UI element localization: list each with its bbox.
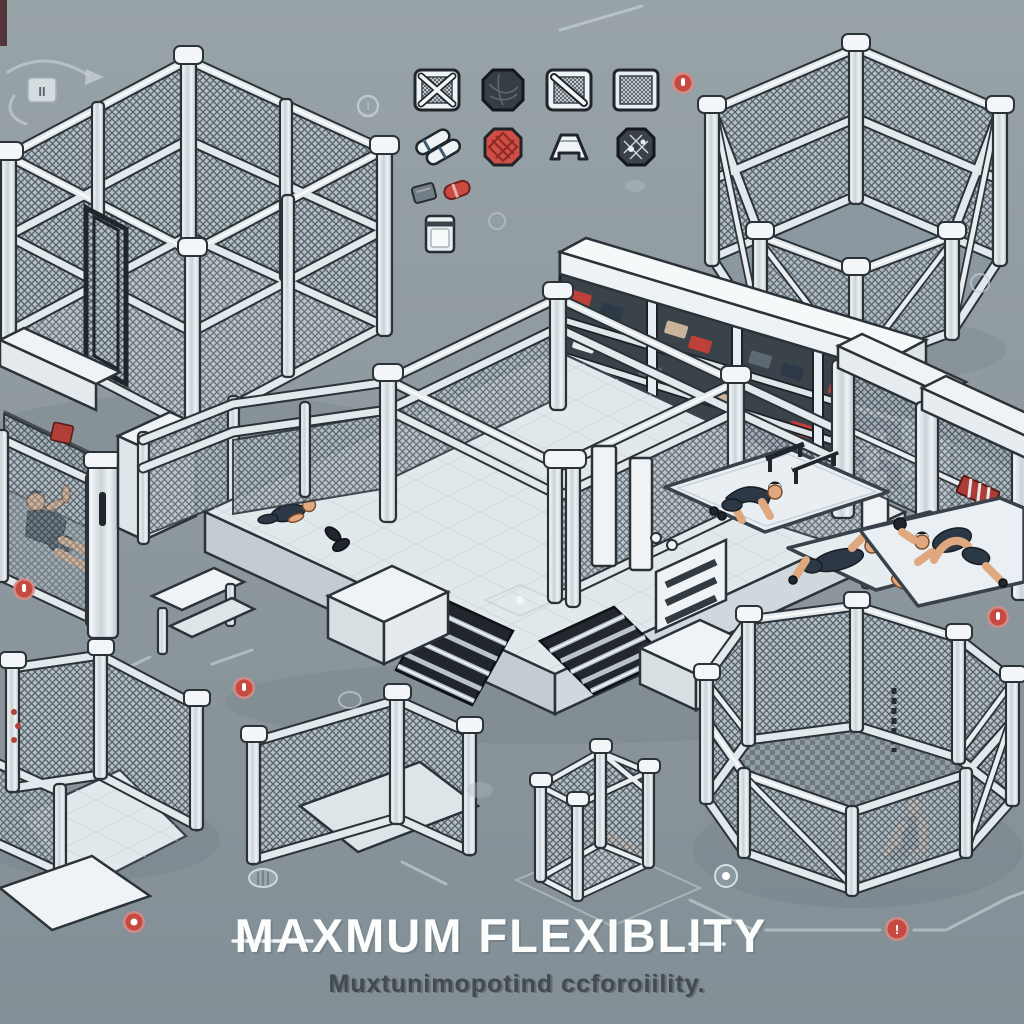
step-blocks-left — [325, 564, 451, 666]
ghost-circle — [488, 212, 506, 230]
stair-ramp-right — [537, 605, 671, 696]
weight-racks — [650, 441, 839, 551]
ghost-striped-oval — [248, 868, 278, 888]
red-exclamation-badge: ! — [885, 917, 909, 941]
mesh-panel-slash-brace-icon — [545, 68, 593, 112]
platform-side-cabinet — [654, 538, 728, 634]
step-bench-left — [149, 566, 257, 656]
red-alert-badge — [13, 578, 35, 600]
arrow-icon — [85, 69, 104, 85]
ghost-circle — [338, 691, 362, 709]
badge-glyph: ! — [895, 922, 899, 937]
cage-posts — [0, 45, 400, 440]
red-alert-badge — [233, 677, 255, 699]
gray-dot-badge — [714, 864, 738, 888]
cage-octagon-bottom-right — [693, 591, 1024, 898]
gear-bag — [324, 526, 350, 553]
red-octagon-cage-icon — [483, 127, 523, 167]
mesh-panel-plain-icon — [612, 68, 660, 112]
mat-wedge — [0, 854, 153, 932]
canister-icon — [424, 214, 456, 254]
ghost-circle — [970, 273, 990, 293]
edge-red-mark — [0, 0, 7, 46]
dark-octagon-cage-icon — [481, 68, 525, 112]
person-kneeling — [709, 481, 783, 524]
red-alert-badge — [987, 606, 1009, 628]
red-alert-badge — [123, 911, 145, 933]
legend-icons — [410, 68, 660, 254]
page-title-shadow: MAXMUM FLEXIBLITY — [237, 911, 770, 964]
cage-posts — [693, 591, 1024, 898]
red-alert-badge — [672, 72, 694, 94]
column-handle — [99, 492, 106, 526]
badges: ! II I — [13, 72, 1009, 941]
marker-glyph: II — [38, 84, 45, 99]
page-title: MAXMUM FLEXIBLITY — [235, 909, 768, 962]
training-mats — [650, 441, 1024, 608]
ghost-oval — [467, 782, 493, 798]
page-subtitle: Muxtunimopotind ccforoiility. — [328, 970, 705, 998]
ramp-icon — [549, 133, 589, 161]
cage-corner-bottom-left — [0, 638, 211, 932]
page-subtitle-shadow: Muxtunimopotind ccforoiility. — [330, 971, 707, 999]
cage-square-top-left — [0, 45, 400, 440]
cage-door — [83, 203, 129, 389]
dark-octagon-mesh-icon — [616, 127, 656, 167]
bars-marker: II — [27, 77, 57, 103]
ghost-oval — [625, 180, 645, 192]
title-block: MAXMUM FLEXIBLITY MAXMUM FLEXIBLITY Muxt… — [231, 909, 770, 999]
rolled-mats-icon — [415, 128, 462, 166]
cage-corner-bottom-mid — [240, 683, 493, 888]
stored-red-gear — [49, 421, 75, 445]
booth-corner-column — [86, 460, 120, 640]
dot-marker: I — [356, 94, 380, 118]
red-capsule-icon — [443, 179, 471, 201]
marker-glyph: I — [366, 99, 369, 113]
mesh-panel-x-brace-icon — [413, 68, 461, 112]
grappling-pair — [893, 517, 1008, 588]
pad-icon — [410, 182, 438, 204]
cage-pen-bottom-center — [513, 738, 703, 928]
